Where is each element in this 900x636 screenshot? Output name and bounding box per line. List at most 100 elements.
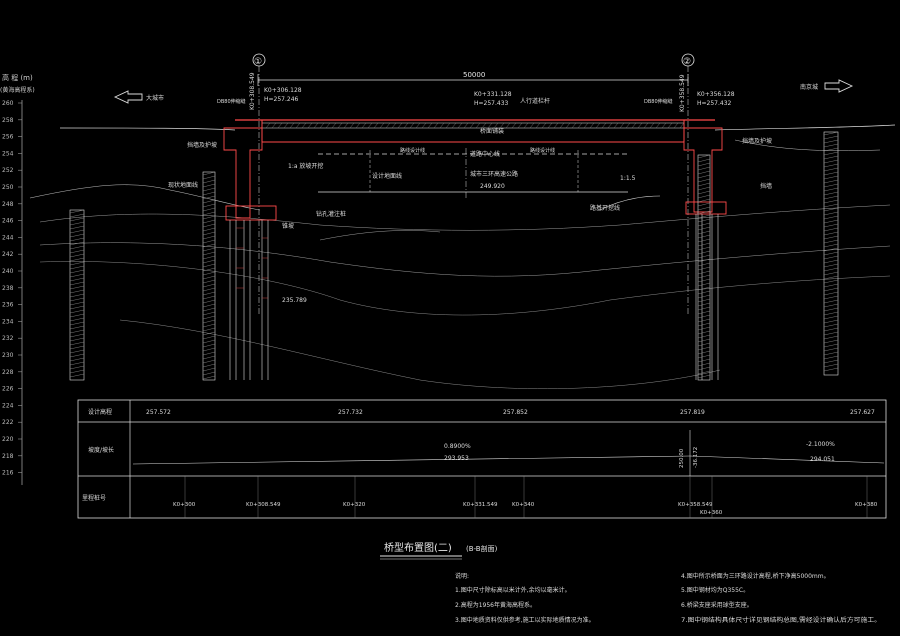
slope-label: 1:1.5 (620, 175, 636, 182)
elev-pile: 235.789 (282, 297, 307, 304)
scale-tick-label: 246 (2, 218, 14, 225)
grade-cell-vertical: 250.00 (679, 448, 685, 468)
direction-left-label: 大城市 (146, 94, 164, 102)
scale-tick-label: 220 (2, 436, 14, 443)
pile-label-left: 钻孔灌注桩 (316, 210, 346, 218)
row-label-elev: 设计高程 (88, 408, 112, 416)
scale-tick-label: 224 (2, 402, 14, 409)
scale-tick-label: 230 (2, 352, 14, 359)
abutment-left (223, 127, 277, 380)
station-callout-right: K0+356.128 H=257.432 K0+358.549 (679, 74, 735, 112)
pier-right-elev: H=257.432 (697, 100, 732, 107)
grade-cell: 294.051 (810, 456, 835, 463)
bearing-label-right: DB80伸缩缝 (644, 98, 673, 105)
station-cell: K0+358.549 (678, 502, 713, 508)
scale-tick-label: 218 (2, 453, 14, 460)
direction-right-label: 南京城 (800, 83, 818, 91)
station-cell: K0+308.549 (246, 502, 281, 508)
station-cell: K0+300 (173, 502, 196, 508)
boreholes (69, 131, 839, 381)
station-cell: K0+331.549 (463, 502, 498, 508)
axis-marker-right: ② (681, 53, 695, 315)
design-elev-cell: 257.627 (850, 409, 875, 416)
cap-label-left: 锥坡 (282, 222, 294, 230)
route-label-a: 路线设计线 (400, 147, 425, 154)
station-cell: K0+320 (343, 502, 366, 508)
route-label-b: 路线设计线 (530, 147, 555, 154)
ground-profiles (29, 124, 896, 389)
axis-marker-left: ① (252, 53, 266, 315)
ground-line-label: 设计地面线 (372, 172, 402, 180)
station-cell: K0+380 (855, 502, 878, 508)
elev-road: 249.920 (480, 183, 505, 190)
station-cell: K0+340 (512, 502, 535, 508)
note-3: 3.图中地质资料仅供参考,施工以实际地质情况为准。 (455, 616, 595, 624)
notes-heading: 说明: (455, 572, 469, 580)
scale-tick-label: 216 (2, 470, 14, 477)
pier-right-station: K0+356.128 (697, 91, 735, 98)
drawing-title: 桥型布置图(二) (B-B剖面) (380, 541, 498, 560)
design-elev-cell: 257.732 (338, 409, 363, 416)
road-under-bridge (318, 148, 628, 200)
title-main: 桥型布置图(二) (384, 541, 452, 554)
span-length: 50000 (463, 71, 485, 79)
scale-tick-label: 240 (2, 268, 14, 275)
axis-right-label: ② (683, 57, 691, 67)
scale-subtitle: (黄海高程系) (0, 86, 35, 94)
note-6: 6.桥梁支座采用球型支座。 (681, 601, 753, 609)
scale-tick-label: 226 (2, 386, 14, 393)
direction-left: 大城市 (113, 90, 164, 104)
station-callout-center: K0+331.128 H=257.433 (474, 91, 512, 107)
title-sub: (B-B剖面) (466, 544, 498, 553)
road-center-label: 道路中心线 (470, 150, 500, 158)
scale-tick-label: 222 (2, 419, 14, 426)
scale-tick-label: 232 (2, 335, 14, 342)
grade-cell: -2.1000% (806, 441, 835, 448)
scale-title: 高 程 (m) (2, 73, 33, 82)
grade-cell: 293.953 (444, 455, 469, 462)
note-1: 1.图中尺寸除标高以米计外,余均以毫米计。 (455, 586, 571, 594)
wall-label: 挡墙 (760, 182, 772, 190)
scale-tick-label: 242 (2, 251, 14, 258)
center-station: K0+331.128 (474, 91, 512, 98)
note-4: 4.图中所示桥面为三环路设计高程,桥下净高5000mm。 (681, 572, 830, 580)
design-elev-cell: 257.572 (146, 409, 171, 416)
scale-tick-label: 250 (2, 184, 14, 191)
design-elev-cell: 257.852 (503, 409, 528, 416)
note-5: 5.图中钢材均为Q355C。 (681, 586, 749, 594)
borehole (69, 209, 85, 381)
notes: 说明: 1.图中尺寸除标高以米计外,余均以毫米计。 2.高程为1956年黄海高程… (455, 572, 881, 624)
borehole (697, 154, 711, 381)
design-elev-cell: 257.819 (680, 409, 705, 416)
bearing-label-left: DB80伸缩缝 (217, 98, 246, 105)
table-cells: 257.572 257.732 257.852 257.819 257.627 0.890… (146, 409, 878, 518)
note-7: 7.图中钢结构具体尺寸详见钢结构总图,需经设计确认后方可施工。 (681, 616, 881, 624)
rail-label: 人行道栏杆 (520, 97, 550, 105)
span-dimension: 50000 (257, 71, 689, 86)
grade-cell: 0.8900% (444, 443, 471, 450)
pier-left-station: K0+306.128 (264, 87, 302, 94)
pier-right-num: K0+358.549 (679, 74, 686, 112)
borehole (202, 171, 216, 381)
protect-label-right: 挡墙及护坡 (742, 137, 772, 145)
scale-tick-label: 228 (2, 369, 14, 376)
scale-tick-label: 244 (2, 234, 14, 241)
abutment-label: 1:a 放坡开挖 (288, 162, 323, 170)
scale-tick-label: 252 (2, 167, 14, 174)
scale-tick-label: 254 (2, 150, 14, 157)
direction-right: 南京城 (800, 79, 854, 93)
borehole (823, 131, 839, 376)
grade-cell-vertical: -36.172 (693, 447, 699, 468)
pier-left-elev: H=257.246 (264, 96, 299, 103)
row-label-station: 里程桩号 (82, 494, 106, 502)
cut-label: 路基开挖线 (590, 204, 620, 212)
existing-ground-label: 现状地面线 (168, 181, 198, 189)
scale-tick-label: 248 (2, 201, 14, 208)
station-callout-left: K0+306.128 H=257.246 K0+308.549 (249, 72, 302, 110)
pier-left-num: K0+308.549 (249, 72, 256, 110)
row-label-grade: 坡度/坡长 (88, 446, 114, 454)
scale-tick-label: 256 (2, 134, 14, 141)
station-cell: K0+360 (700, 510, 723, 516)
elevation-scale: 高 程 (m) (黄海高程系) 260258256254252250248246… (0, 73, 35, 485)
